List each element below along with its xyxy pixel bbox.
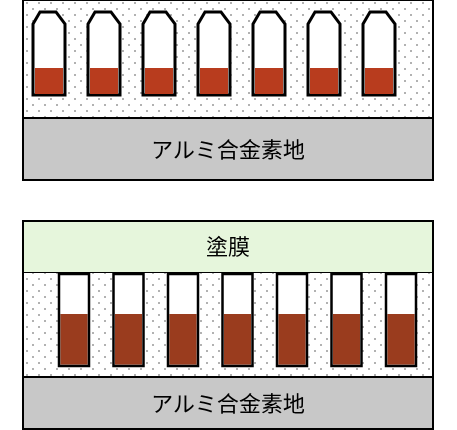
top-pore	[141, 10, 177, 97]
top-pore-fill	[310, 68, 338, 94]
bottom-pore	[166, 272, 200, 368]
top-pore-fill	[365, 68, 393, 94]
top-substrate-label: アルミ合金素地	[151, 139, 305, 164]
coating-label: 塗膜	[206, 236, 250, 261]
bottom-pore-fill	[60, 314, 88, 365]
top-pore-fill	[145, 68, 173, 94]
top-pore	[86, 10, 122, 97]
bottom-substrate	[22, 376, 434, 430]
bottom-pore	[275, 272, 309, 368]
top-pore	[251, 10, 287, 97]
top-pore	[31, 10, 67, 97]
top-pore-fill	[255, 68, 283, 94]
bottom-pore-fill	[333, 314, 360, 365]
top-pore	[306, 10, 342, 97]
bottom-pore	[112, 272, 145, 368]
bottom-panel: 塗膜 アルミ合金素地	[22, 220, 434, 430]
bottom-pores	[57, 272, 418, 368]
top-panel-border	[22, 0, 434, 181]
bottom-panel-border	[22, 220, 434, 430]
top-pore	[196, 10, 232, 97]
top-pores	[31, 10, 397, 97]
bottom-pore-fill	[115, 314, 142, 365]
bottom-pore	[57, 272, 91, 368]
bottom-pore-fill	[387, 314, 415, 365]
top-pore-fill	[90, 68, 118, 94]
bottom-pore	[330, 272, 363, 368]
bottom-pore-fill	[224, 314, 251, 365]
bottom-pore	[384, 272, 418, 368]
bottom-pore	[221, 272, 254, 368]
bottom-substrate-label: アルミ合金素地	[151, 393, 305, 418]
top-pore	[361, 10, 397, 97]
top-panel: アルミ合金素地	[22, 0, 434, 181]
bottom-pore-fill	[169, 314, 197, 365]
coating-layer	[22, 220, 434, 274]
bottom-pore-fill	[278, 314, 306, 365]
top-pore-fill	[35, 68, 63, 94]
top-pore-fill	[200, 68, 228, 94]
